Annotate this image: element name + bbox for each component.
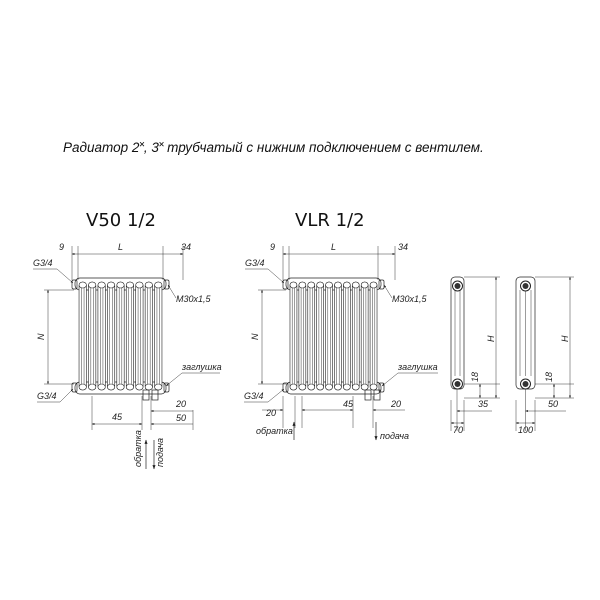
radiator-section [97, 281, 106, 391]
end-plug-right [163, 279, 170, 393]
label-zaglushka-vlr: заглушка [397, 362, 438, 372]
dim-N-vlr: N [250, 333, 260, 340]
radiator-section [144, 281, 153, 391]
dim-9-vlr: 9 [270, 242, 275, 252]
radiator-section [316, 281, 324, 391]
dim-18-side2: 18 [544, 372, 554, 382]
dim-45-vlr: 45 [343, 399, 354, 409]
radiator-section [289, 281, 298, 391]
label-m30-v50: M30x1,5 [176, 294, 212, 304]
dim-L-v50: L [118, 242, 123, 252]
dim-50-side2: 50 [548, 399, 558, 409]
radiator-section [334, 281, 342, 391]
label-m30-vlr: M30x1,5 [392, 294, 428, 304]
radiator-sections-vlr [282, 277, 385, 401]
side-view-2-column: H 18 35 70 [450, 276, 500, 435]
dim-L-vlr: L [331, 242, 336, 252]
radiator-section [360, 281, 369, 391]
dim-9-v50: 9 [59, 242, 64, 252]
dim-N-v50: N [36, 333, 46, 340]
label-g34-bottom-v50: G3/4 [37, 391, 57, 401]
radiator-section [298, 281, 307, 391]
dim-50-v50: 50 [176, 413, 186, 423]
radiator-section [154, 281, 163, 391]
radiator-section [325, 281, 333, 391]
label-zaglushka-v50: заглушка [181, 362, 222, 372]
label-podacha-vlr: подача [380, 431, 409, 441]
dim-20-left-vlr: 20 [265, 408, 276, 418]
radiator-section [307, 281, 316, 391]
front-view-vlr: VLR 1/2 9 L 34 G3/4 M30x1,5 N заглушка G… [244, 210, 438, 441]
label-obratka-v50: обратка [133, 430, 143, 467]
dim-18-side1: 18 [470, 372, 480, 382]
label-g34-top-vlr: G3/4 [245, 258, 265, 268]
radiator-section [88, 281, 97, 391]
end-plug-right [378, 279, 385, 393]
drawing-heading: Радиатор 2˟, 3˟ трубчатый с нижним подкл… [63, 140, 484, 155]
dim-34-v50: 34 [181, 242, 191, 252]
radiator-section [369, 281, 378, 391]
label-g34-bottom-vlr: G3/4 [244, 391, 264, 401]
radiator-section [125, 281, 134, 391]
dim-34-vlr: 34 [398, 242, 408, 252]
label-podacha-v50: подача [155, 438, 165, 467]
model-title-vlr: VLR 1/2 [295, 210, 365, 231]
front-view-v50: V50 1/2 9 L 34 G3/4 M30x1,5 N заглушка G… [33, 210, 222, 470]
radiator-section [351, 281, 360, 391]
dim-100-side2: 100 [518, 425, 533, 435]
label-obratka-vlr: обратка [256, 426, 293, 436]
dim-35-side1: 35 [478, 399, 489, 409]
radiator-section [343, 281, 351, 391]
model-title-v50: V50 1/2 [86, 210, 156, 231]
dim-20-vlr: 20 [390, 399, 401, 409]
radiator-section [116, 281, 125, 391]
dim-H-side1: H [486, 335, 496, 342]
valve-connection [142, 389, 159, 401]
dim-70-side1: 70 [453, 425, 463, 435]
radiator-section [135, 281, 144, 391]
end-plug-left [71, 279, 78, 393]
label-g34-top-v50: G3/4 [33, 258, 53, 268]
valve-connection [364, 389, 381, 401]
side-view-3-column: H 18 50 100 [515, 276, 574, 435]
end-plug-left [282, 279, 289, 393]
radiator-sections-v50 [71, 277, 170, 401]
dim-20-v50: 20 [175, 399, 186, 409]
radiator-section [78, 281, 87, 391]
dim-45-v50: 45 [112, 412, 123, 422]
radiator-section [107, 281, 116, 391]
dim-H-side2: H [560, 335, 570, 342]
